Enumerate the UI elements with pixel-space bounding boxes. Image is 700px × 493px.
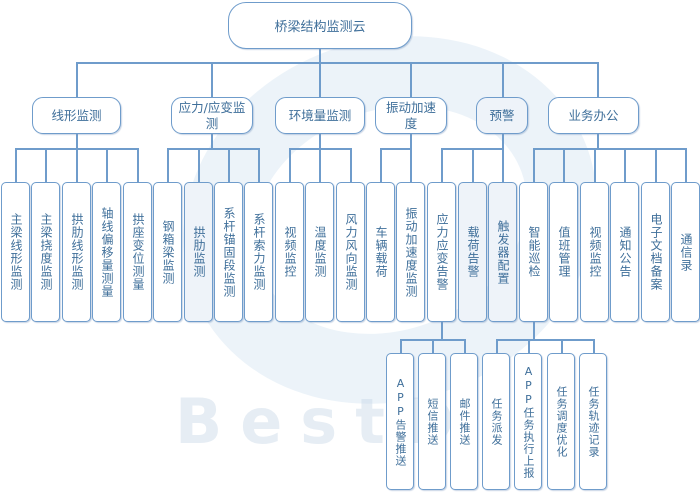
subleaf-label: APP告警推送 <box>394 376 407 467</box>
leaf-node[interactable]: 钢箱梁监测 <box>153 182 182 322</box>
category-label: 业务办公 <box>568 107 619 123</box>
subleaf-node[interactable]: 任务轨迹记录 <box>579 353 607 490</box>
subleaf-label: 任务调度优化 <box>555 385 568 458</box>
subleaf-label: 邮件推送 <box>458 397 471 446</box>
leaf-label: 智能巡检 <box>527 226 541 278</box>
category-environment[interactable]: 环境量监测 <box>275 97 365 134</box>
subleaf-node[interactable]: 任务派发 <box>482 353 510 490</box>
leaf-node[interactable]: 电子文档备案 <box>641 182 670 322</box>
leaf-node[interactable]: 温度监测 <box>305 182 334 322</box>
leaf-label: 电子文档备案 <box>649 213 663 291</box>
leaf-node[interactable]: 风力风向监测 <box>336 182 365 322</box>
leaf-label: 风力风向监测 <box>344 213 358 291</box>
category-label: 线形监测 <box>51 107 102 123</box>
leaf-node[interactable]: 拱肋线形监测 <box>62 182 91 322</box>
leaf-node[interactable]: 振动加速度监测 <box>396 182 425 322</box>
subleaf-label: 任务派发 <box>490 397 503 446</box>
leaf-node[interactable]: 通知公告 <box>610 182 639 322</box>
leaf-node[interactable]: 系杆索力监测 <box>244 182 273 322</box>
leaf-node[interactable]: 系杆锚固段监测 <box>214 182 243 322</box>
category-vibration[interactable]: 振动加速度 <box>375 97 447 134</box>
leaf-label: 拱肋线形监测 <box>70 213 84 291</box>
leaf-label: 载荷告警 <box>466 226 480 278</box>
leaf-label: 通知公告 <box>618 226 632 278</box>
leaf-label: 温度监测 <box>313 226 327 278</box>
leaf-node[interactable]: 载荷告警 <box>458 182 487 322</box>
leaf-label: 车辆载荷 <box>374 226 388 278</box>
subleaf-node[interactable]: 短信推送 <box>418 353 446 490</box>
category-warning[interactable]: 预警 <box>476 97 528 134</box>
subleaf-label: 短信推送 <box>426 397 439 446</box>
leaf-label: 触发器配置 <box>496 219 510 285</box>
subleaf-label: 任务轨迹记录 <box>587 385 600 458</box>
leaf-label: 系杆锚固段监测 <box>222 206 236 298</box>
leaf-node[interactable]: 拱肋监测 <box>184 182 213 322</box>
leaf-label: 拱座变位测量 <box>131 213 145 291</box>
leaf-node[interactable]: 通信录 <box>671 182 700 322</box>
leaf-node[interactable]: 智能巡检 <box>519 182 548 322</box>
category-alignment[interactable]: 线形监测 <box>32 97 121 134</box>
leaf-node[interactable]: 值班管理 <box>549 182 578 322</box>
category-office[interactable]: 业务办公 <box>548 97 639 134</box>
subleaf-node[interactable]: 任务调度优化 <box>547 353 575 490</box>
leaf-node[interactable]: 视频监控 <box>580 182 609 322</box>
leaf-label: 通信录 <box>679 232 693 272</box>
root-label: 桥梁结构监测云 <box>274 20 366 35</box>
leaf-label: 主梁线形监测 <box>9 213 23 291</box>
leaf-node[interactable]: 车辆载荷 <box>366 182 395 322</box>
category-label: 振动加速度 <box>385 99 436 131</box>
leaf-label: 视频监控 <box>588 226 602 278</box>
category-stress-strain[interactable]: 应力/应变监测 <box>171 97 253 134</box>
leaf-label: 视频监控 <box>283 226 297 278</box>
subleaf-node[interactable]: APP告警推送 <box>386 353 414 490</box>
leaf-node[interactable]: 拱座变位测量 <box>123 182 152 322</box>
leaf-node[interactable]: 轴线偏移量测量 <box>92 182 121 322</box>
leaf-node[interactable]: 触发器配置 <box>488 182 517 322</box>
leaf-label: 振动加速度监测 <box>404 206 418 298</box>
subleaf-label: APP任务执行上报 <box>522 364 535 479</box>
root-node[interactable]: 桥梁结构监测云 <box>228 2 412 49</box>
leaf-label: 轴线偏移量测量 <box>100 206 114 298</box>
leaf-label: 系杆索力监测 <box>252 213 266 291</box>
subleaf-node[interactable]: APP任务执行上报 <box>514 353 542 490</box>
category-label: 预警 <box>489 107 515 123</box>
leaf-label: 主梁挠度监测 <box>39 213 53 291</box>
leaf-label: 应力应变告警 <box>435 213 449 291</box>
category-label: 环境量监测 <box>288 107 352 123</box>
leaf-label: 钢箱梁监测 <box>161 219 175 285</box>
leaf-label: 拱肋监测 <box>192 226 206 278</box>
subleaf-node[interactable]: 邮件推送 <box>450 353 478 490</box>
leaf-node[interactable]: 主梁线形监测 <box>1 182 30 322</box>
leaf-node[interactable]: 应力应变告警 <box>427 182 456 322</box>
leaf-node[interactable]: 视频监控 <box>275 182 304 322</box>
leaf-label: 值班管理 <box>557 226 571 278</box>
leaf-node[interactable]: 主梁挠度监测 <box>31 182 60 322</box>
category-label: 应力/应变监测 <box>178 99 246 131</box>
